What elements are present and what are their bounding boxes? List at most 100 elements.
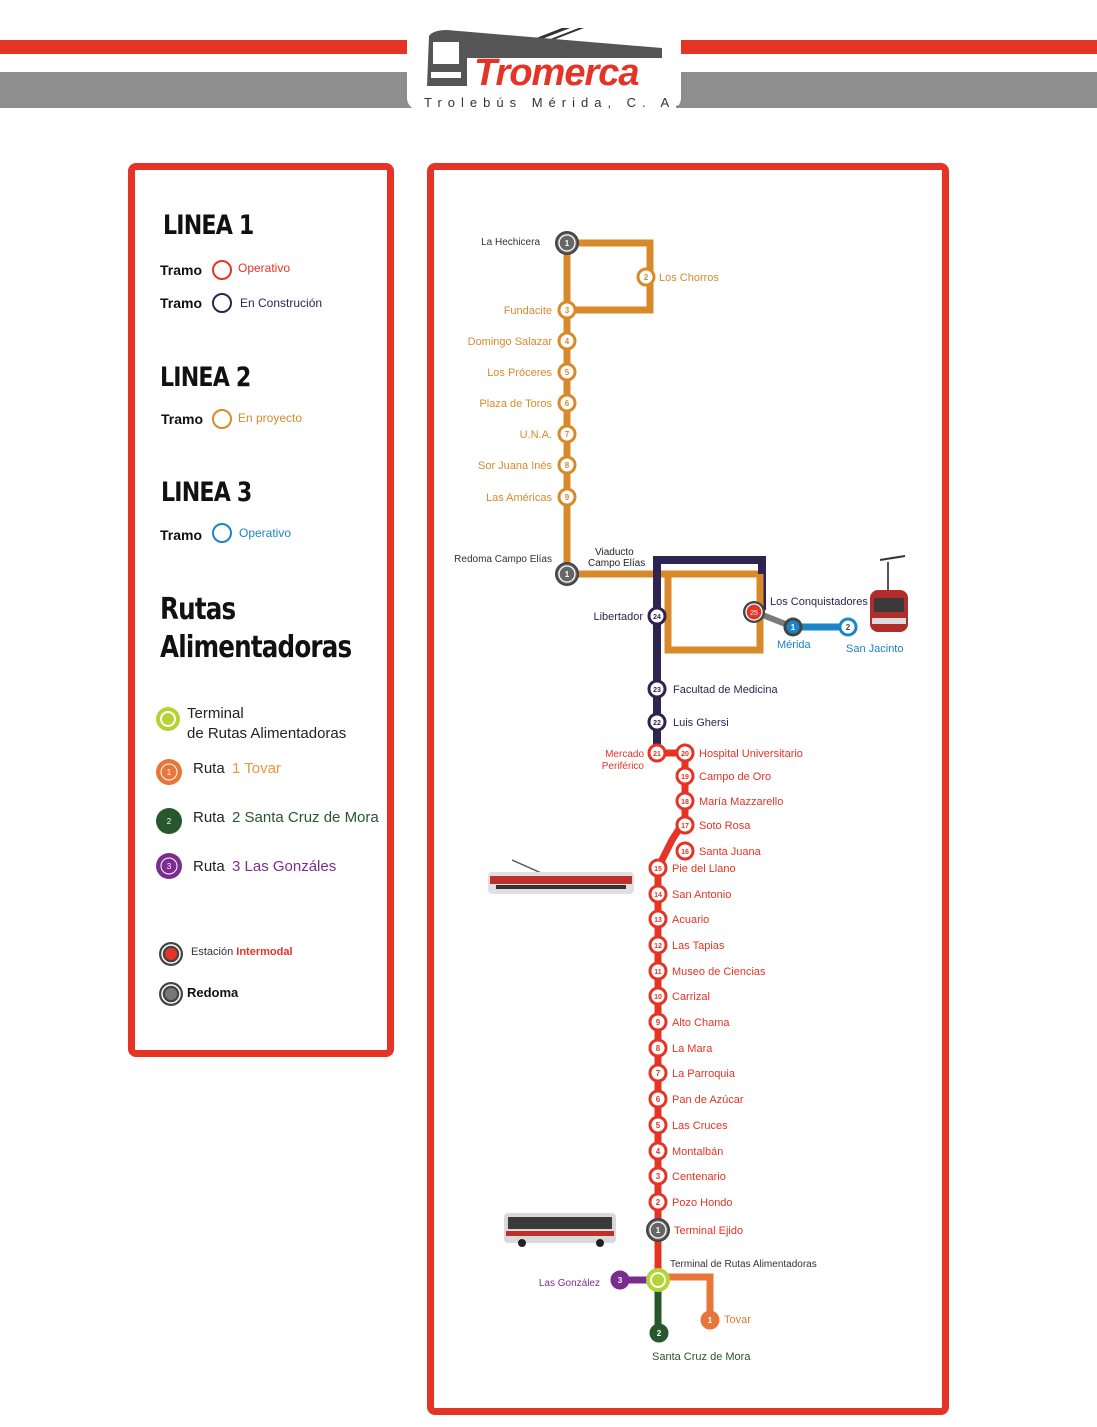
station-facultad-medicina-number: 23 [653, 687, 661, 694]
station-type-icons [159, 942, 183, 1006]
station-linea1-9: 9 [648, 1012, 668, 1032]
logo [407, 28, 681, 110]
ruta3-name: 3 Las Gonzáles [232, 858, 337, 875]
linea3-ring-icon [212, 523, 232, 543]
station-los-chorros: 2 [636, 267, 656, 287]
station-label-libertador: Libertador [593, 611, 643, 623]
station-las-gonzalez: 3 [610, 1270, 630, 1290]
station-label-san-jacinto: San Jacinto [846, 643, 903, 655]
station-label-linea1-11: Museo de Ciencias [672, 966, 766, 978]
station-label-linea1-7: La Parroquia [672, 1068, 736, 1080]
station-linea1-19: 19 [675, 766, 695, 786]
linea2-tramo-label: Tramo [161, 411, 204, 427]
station-linea1-11: 11 [648, 961, 668, 981]
station-luis-ghersi: 22 [647, 712, 667, 732]
station-label-linea1-12: Las Tapias [672, 940, 725, 952]
station-label-linea1-4: Montalbán [672, 1146, 723, 1158]
station-label-linea1-17: Soto Rosa [699, 820, 751, 832]
station-label-los-chorros: Los Chorros [659, 272, 719, 284]
station-terminal-ejido: 1 [646, 1218, 670, 1242]
station-linea1-12: 12 [648, 935, 668, 955]
rutas-legend-icons: 1 2 3 [156, 707, 182, 879]
station-label-linea1-8: La Mara [672, 1043, 713, 1055]
linea1-title: LINEA 1 [163, 210, 254, 241]
station-la-hechicera: 1 [555, 231, 579, 255]
station-redoma-campo-elias: 1 [555, 562, 579, 586]
svg-text:1: 1 [167, 768, 172, 777]
station-label-la-hechicera: La Hechicera [481, 237, 540, 248]
viaducto-label-line1: Viaducto [595, 547, 634, 558]
map-panel [427, 163, 949, 1415]
station-linea1-8-number: 8 [656, 1044, 661, 1053]
intermodal-word: Intermodal [236, 946, 293, 958]
station-linea2-4-number: 4 [565, 337, 570, 346]
station-linea1-2-number: 2 [656, 1198, 661, 1207]
ruta2-icon [156, 808, 182, 834]
feeder-bus-icon [504, 1213, 616, 1247]
logo-subtitle: Trolebús Mérida, C. A. [424, 95, 685, 110]
station-linea1-7-number: 7 [656, 1069, 661, 1078]
station-label-mercado: Mercado [605, 749, 644, 760]
station-libertador-number: 24 [653, 614, 661, 621]
station-linea1-15: 15 [648, 858, 668, 878]
station-label-linea2-6: Plaza de Toros [479, 398, 552, 410]
rutas-title-line2: Alimentadoras [160, 630, 352, 665]
station-label-luis-ghersi: Luis Ghersi [673, 717, 729, 729]
station-linea1-18-number: 18 [681, 799, 689, 806]
station-linea1-5: 5 [648, 1115, 668, 1135]
station-label-facultad-medicina: Facultad de Medicina [673, 684, 778, 696]
station-linea2-5-number: 5 [565, 368, 570, 377]
linea3-tramo-status: Operativo [239, 526, 292, 540]
station-label-santa-cruz-de-mora: Santa Cruz de Mora [652, 1351, 751, 1363]
station-linea1-12-number: 12 [654, 943, 662, 950]
station-label-linea2-4: Domingo Salazar [468, 336, 553, 348]
station-label-linea1-18: María Mazzarello [699, 796, 783, 808]
station-linea1-7: 7 [648, 1063, 668, 1083]
station-label-linea1-15: Pie del Llano [672, 863, 736, 875]
linea2-title: LINEA 2 [160, 362, 251, 393]
station-label-linea1-19: Campo de Oro [699, 771, 771, 783]
station-merida: 1 [783, 617, 803, 637]
svg-text:3: 3 [167, 862, 172, 871]
station-label-tovar: Tovar [724, 1314, 751, 1326]
station-facultad-medicina: 23 [647, 679, 667, 699]
station-linea1-17-number: 17 [681, 823, 689, 830]
cable-car-icon [870, 555, 908, 632]
ruta3-icon [156, 853, 182, 879]
station-label-linea1-10: Carrizal [672, 991, 710, 1003]
svg-text:2: 2 [167, 817, 172, 826]
terminal-label-line1: Terminal [187, 705, 244, 722]
station-santa-cruz-de-mora: 2 [649, 1323, 669, 1343]
station-label-merida: Mérida [777, 639, 812, 651]
terminal-rutas-icon [646, 1268, 670, 1292]
station-label-linea1-20: Hospital Universitario [699, 748, 803, 760]
station-linea1-16-number: 16 [681, 849, 689, 856]
station-linea2-4: 4 [557, 331, 577, 351]
station-linea1-2: 2 [648, 1192, 668, 1212]
station-linea1-10: 10 [648, 986, 668, 1006]
station-redoma-campo-elias-number: 1 [565, 570, 570, 579]
linea3-title: LINEA 3 [161, 477, 252, 508]
station-label-linea1-6: Pan de Azúcar [672, 1094, 744, 1106]
station-label-linea1-3: Centenario [672, 1171, 726, 1183]
redoma-label: Redoma [187, 985, 239, 1000]
proyecto-ring-icon [212, 409, 232, 429]
station-san-jacinto-number: 2 [846, 623, 851, 632]
station-san-jacinto: 2 [838, 617, 858, 637]
station-linea1-3-number: 3 [656, 1172, 661, 1181]
station-label-los-conquistadores: Los Conquistadores [770, 596, 868, 608]
station-linea1-11-number: 11 [654, 969, 662, 976]
station-linea1-19-number: 19 [681, 774, 689, 781]
station-linea2-8-number: 8 [565, 461, 570, 470]
terminal-label-line2: de Rutas Alimentadoras [187, 725, 347, 742]
station-linea1-18: 18 [675, 791, 695, 811]
station-la-hechicera-number: 1 [565, 239, 570, 248]
intermodal-label: Estación Intermodal [191, 946, 293, 958]
linea2-tramo-status: En proyecto [238, 411, 303, 425]
legend-panel [128, 163, 394, 1057]
station-terminal-ejido-number: 1 [656, 1226, 661, 1235]
station-label-linea1-9: Alto Chama [672, 1017, 730, 1029]
station-los-chorros-number: 2 [644, 273, 649, 282]
station-linea2-6-number: 6 [565, 399, 570, 408]
